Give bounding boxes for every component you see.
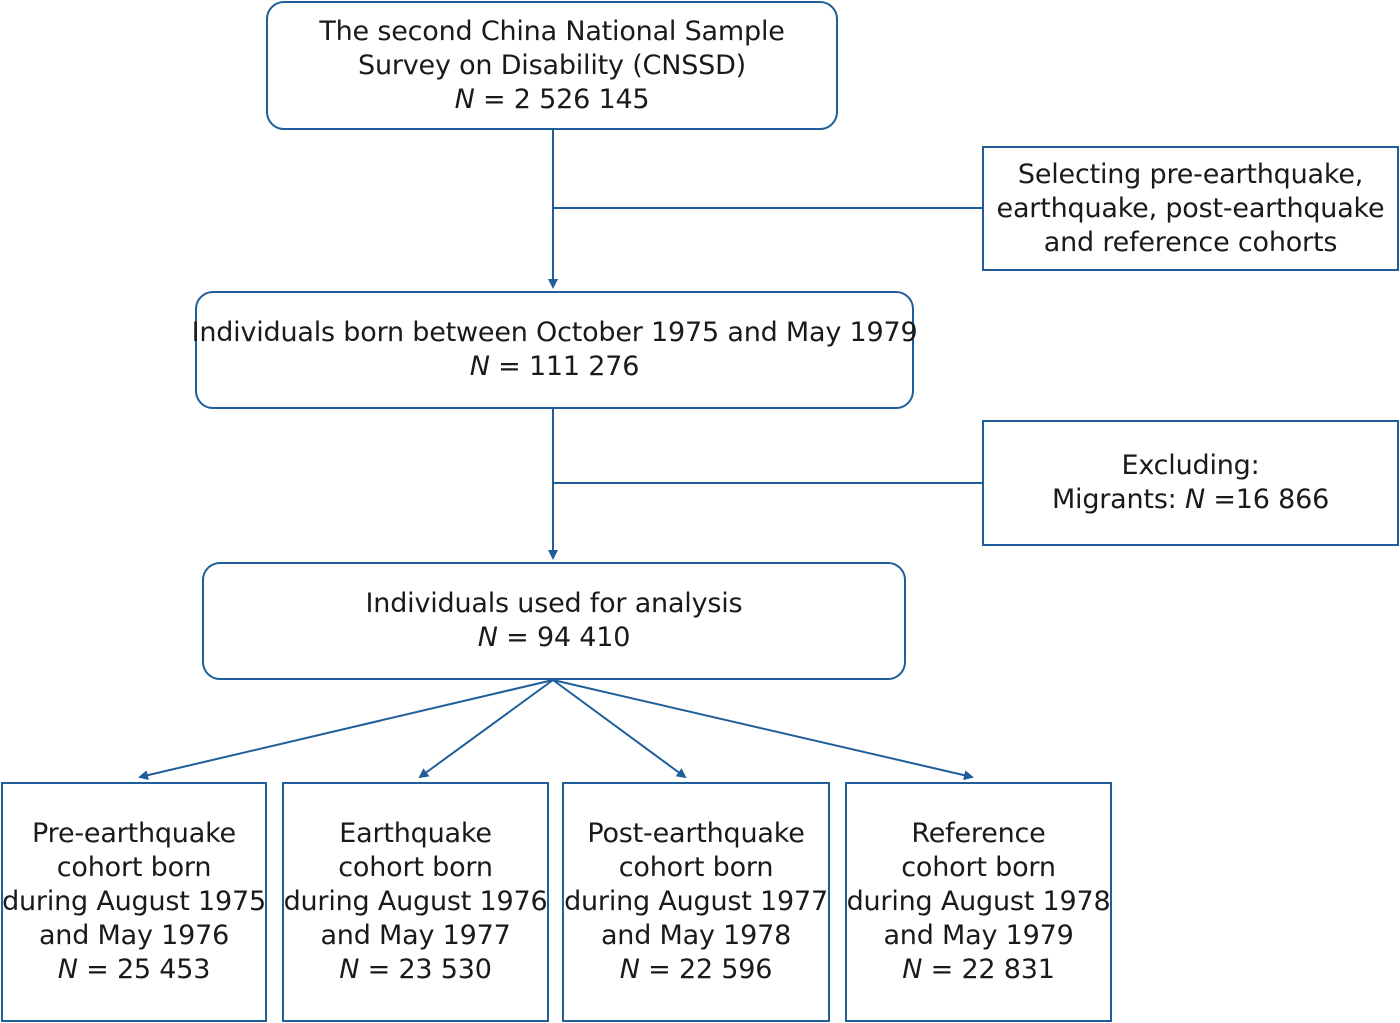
cohort-line: Reference: [911, 818, 1046, 849]
cnssd-node: The second China National Sample Survey …: [266, 1, 838, 130]
cohort-line: and May 1978: [600, 920, 792, 951]
arrow-analysis-to-cohort-1: [138, 679, 554, 781]
cohort-line: and May 1977: [320, 920, 511, 951]
cohort-line: cohort born: [338, 852, 493, 883]
selecting-line-1: Selecting pre-earthquake,: [1017, 158, 1364, 190]
excluding-node: Excluding: Migrants: N =16 866: [982, 420, 1399, 546]
cnssd-n-line: N = 2 526 145: [455, 83, 650, 117]
n-symbol: N: [619, 954, 640, 985]
cohort-line: during August 1976: [283, 886, 548, 917]
born-between-node: Individuals born between October 1975 an…: [192, 291, 918, 409]
cohort-node-post-earthquake: Post-earthquake cohort born during Augus…: [562, 782, 830, 1022]
arrow-analysis-to-cohort-2: [418, 679, 554, 779]
born-n-line: N = 111 276: [469, 350, 640, 384]
n-symbol: N: [469, 351, 490, 382]
arrow-analysis-to-cohort-4: [552, 679, 974, 781]
cohort-line: Earthquake: [339, 818, 492, 849]
analysis-node: Individuals used for analysis N = 94 410: [202, 562, 906, 680]
n-symbol: N: [454, 83, 475, 115]
cohort-line: Pre-earthquake: [32, 818, 236, 849]
selecting-line-2: earthquake, post-earthquake: [996, 192, 1385, 224]
cnssd-n-value: = 2 526 145: [474, 83, 650, 115]
cohort-node-pre-earthquake: Pre-earthquake cohort born during August…: [1, 782, 267, 1022]
analysis-n-value: = 94 410: [497, 622, 631, 653]
cohort-n-line: N = 22 831: [902, 953, 1055, 987]
n-symbol: N: [339, 954, 360, 985]
cohort-n-value: = 22 596: [639, 954, 773, 985]
cohort-n-value: = 22 831: [922, 954, 1055, 985]
n-symbol: N: [902, 954, 923, 985]
selecting-line-3: and reference cohorts: [1043, 226, 1338, 258]
selecting-node: Selecting pre-earthquake, earthquake, po…: [982, 146, 1399, 271]
cohort-line: cohort born: [618, 852, 774, 883]
cohort-n-value: = 25 453: [77, 954, 211, 985]
excluding-prefix: Migrants:: [1051, 484, 1185, 515]
excluding-title: Excluding:: [1121, 450, 1260, 481]
cohort-n-value: = 23 530: [359, 954, 492, 985]
cohort-n-line: N = 22 596: [619, 953, 773, 987]
arrow-analysis-to-cohort-3: [552, 679, 687, 779]
n-symbol: N: [477, 622, 498, 653]
cohort-line: and May 1979: [883, 920, 1074, 951]
cohort-n-line: N = 25 453: [57, 953, 211, 987]
cnssd-line-2: Survey on Disability (CNSSD): [358, 49, 746, 81]
cohort-n-line: N = 23 530: [339, 953, 492, 987]
cohort-line: Post-earthquake: [587, 818, 805, 849]
n-symbol: N: [57, 954, 78, 985]
cohort-node-reference: Reference cohort born during August 1978…: [845, 782, 1112, 1022]
born-line-1: Individuals born between October 1975 an…: [191, 317, 918, 348]
cnssd-line-1: The second China National Sample: [319, 15, 785, 47]
cohort-line: and May 1976: [38, 920, 230, 951]
cohort-node-earthquake: Earthquake cohort born during August 197…: [282, 782, 549, 1022]
excluding-migrants-line: Migrants: N =16 866: [1052, 483, 1329, 517]
cohort-line: cohort born: [56, 852, 212, 883]
analysis-n-line: N = 94 410: [477, 621, 631, 655]
excluding-n-value: =16 866: [1204, 484, 1330, 515]
cohort-line: cohort born: [901, 852, 1056, 883]
cohort-line: during August 1975: [2, 886, 266, 917]
born-n-value: = 111 276: [489, 351, 640, 382]
cohort-line: during August 1977: [564, 886, 828, 917]
analysis-line-1: Individuals used for analysis: [365, 588, 743, 619]
n-symbol: N: [1184, 484, 1205, 515]
cohort-line: during August 1978: [846, 886, 1111, 917]
